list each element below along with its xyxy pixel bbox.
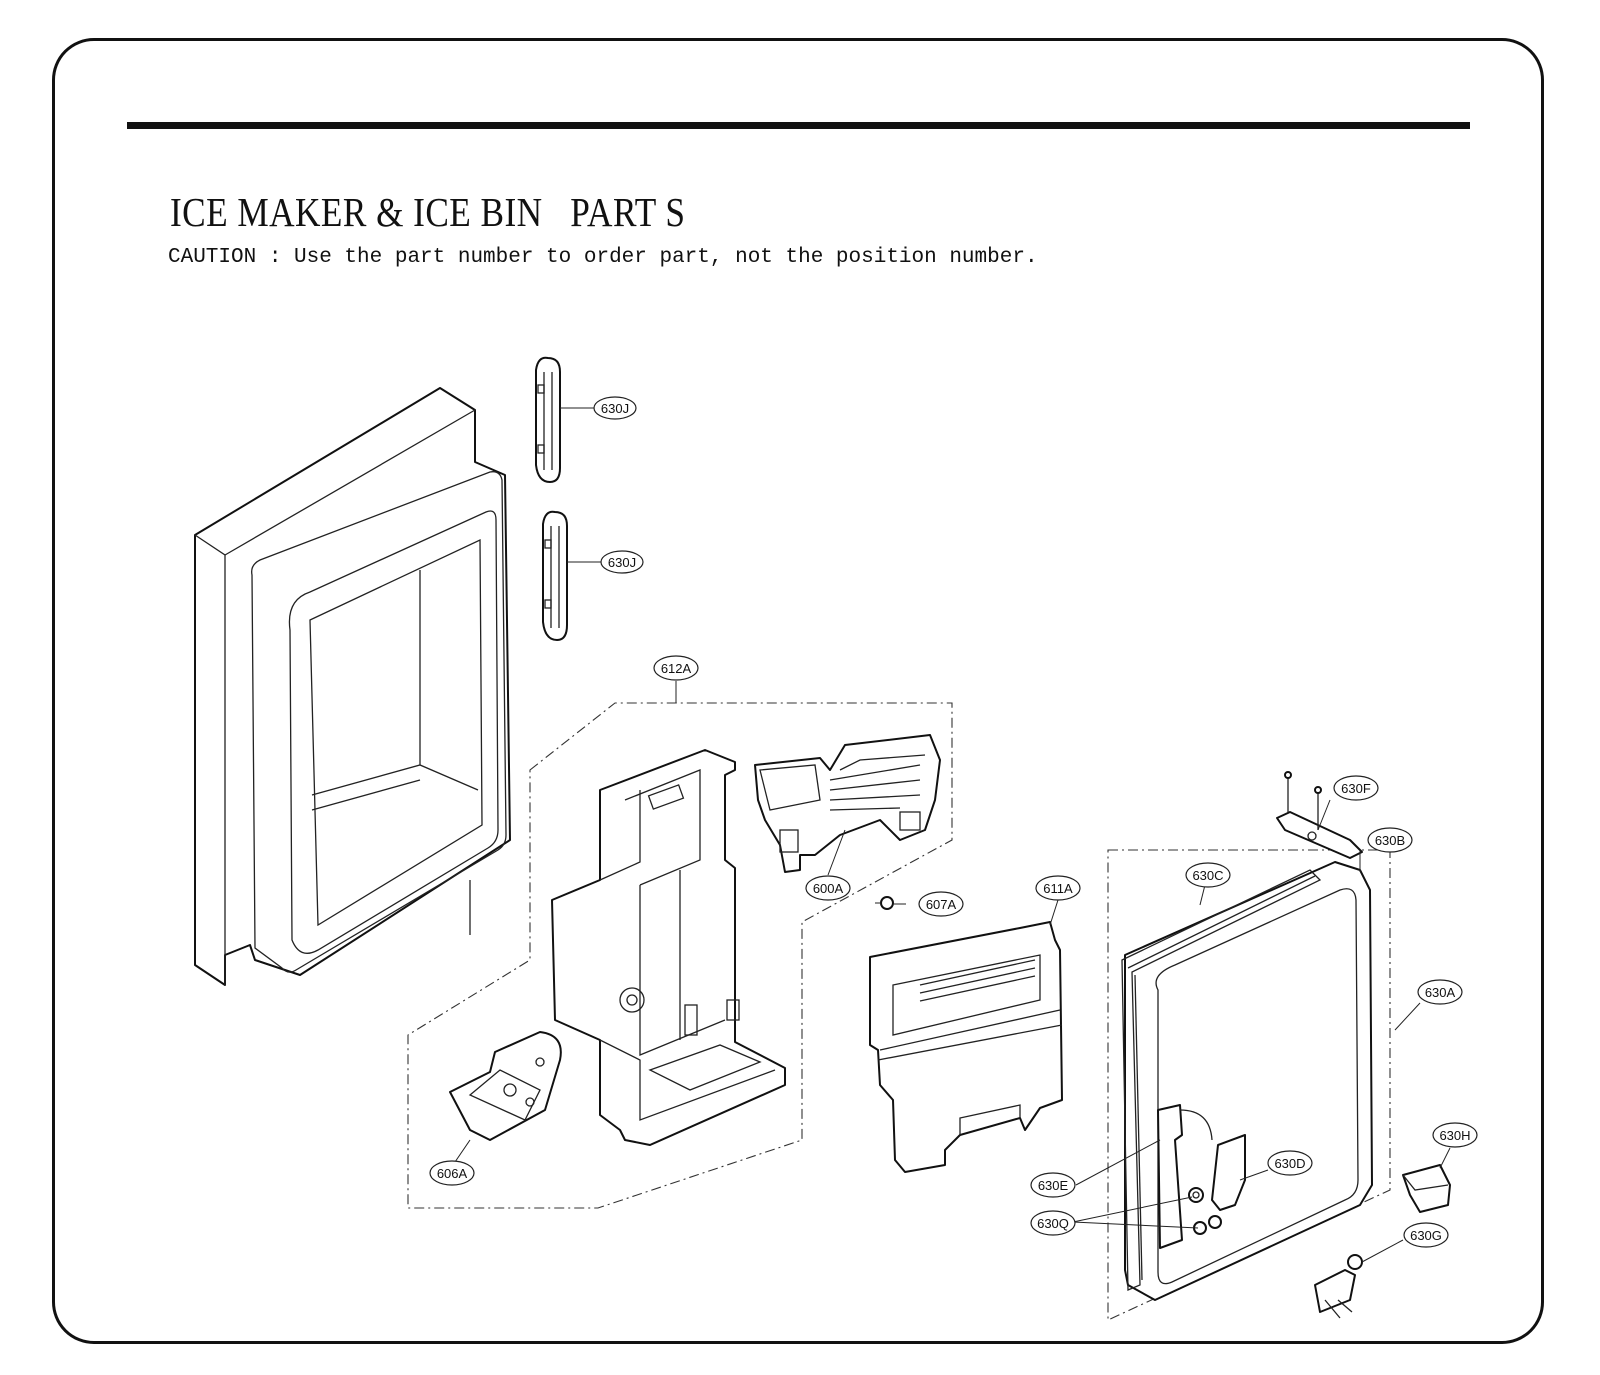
callout-630E: 630E — [1030, 1172, 1076, 1198]
callout-630G: 630G — [1403, 1222, 1449, 1248]
svg-text:612A: 612A — [661, 661, 692, 676]
callout-630F: 630F — [1333, 775, 1379, 801]
assembly-outline-630A — [1107, 849, 1391, 1321]
svg-text:630E: 630E — [1038, 1178, 1069, 1193]
callout-630D: 630D — [1267, 1150, 1313, 1176]
hinge-plate — [1276, 771, 1363, 859]
callout-611A: 611A — [1035, 875, 1081, 901]
callout-600A: 600A — [805, 875, 851, 901]
ice-door — [1124, 861, 1373, 1301]
callout-630H: 630H — [1432, 1122, 1478, 1148]
callout-606A: 606A — [429, 1160, 475, 1186]
icemaker-housing — [551, 749, 786, 1146]
fill-bracket — [449, 1031, 562, 1141]
ice-bin — [869, 921, 1063, 1173]
door-latch-mechanism — [1157, 1104, 1246, 1249]
hinge-cover — [1402, 1164, 1451, 1213]
svg-text:630J: 630J — [608, 555, 636, 570]
svg-text:630D: 630D — [1274, 1156, 1305, 1171]
callout-630C: 630C — [1185, 862, 1231, 888]
svg-text:611A: 611A — [1043, 881, 1073, 896]
svg-text:630A: 630A — [1425, 985, 1456, 1000]
icemaker-unit — [754, 734, 941, 873]
callout-630J-upper: 630J — [593, 396, 637, 420]
caution-note: CAUTION : Use the part number to order p… — [168, 246, 1038, 269]
door-liner — [194, 387, 511, 986]
leader-lines — [454, 407, 1451, 1263]
callout-630J-lower: 630J — [600, 550, 644, 574]
svg-text:630H: 630H — [1439, 1128, 1470, 1143]
side-cap-lower — [542, 510, 568, 641]
svg-text:630C: 630C — [1192, 868, 1223, 883]
svg-text:630J: 630J — [601, 401, 629, 416]
svg-text:630F: 630F — [1341, 781, 1371, 796]
side-cap-upper — [535, 356, 561, 483]
svg-text:607A: 607A — [926, 897, 957, 912]
lower-hinge-bracket — [1314, 1254, 1363, 1319]
svg-text:606A: 606A — [437, 1166, 468, 1181]
page-title: ICE MAKER & ICE BIN PART S — [170, 189, 686, 235]
callout-612A: 612A — [653, 655, 699, 681]
callout-630A: 630A — [1417, 979, 1463, 1005]
callout-630B: 630B — [1367, 827, 1413, 853]
header-rule — [127, 122, 1470, 129]
screw-607A — [875, 896, 894, 910]
door-gasket — [1121, 869, 1322, 1291]
svg-text:630G: 630G — [1410, 1228, 1442, 1243]
svg-text:630B: 630B — [1375, 833, 1405, 848]
svg-text:600A: 600A — [813, 881, 844, 896]
svg-text:630Q: 630Q — [1037, 1216, 1069, 1231]
callout-607A: 607A — [918, 891, 964, 917]
callout-630Q: 630Q — [1030, 1210, 1076, 1236]
